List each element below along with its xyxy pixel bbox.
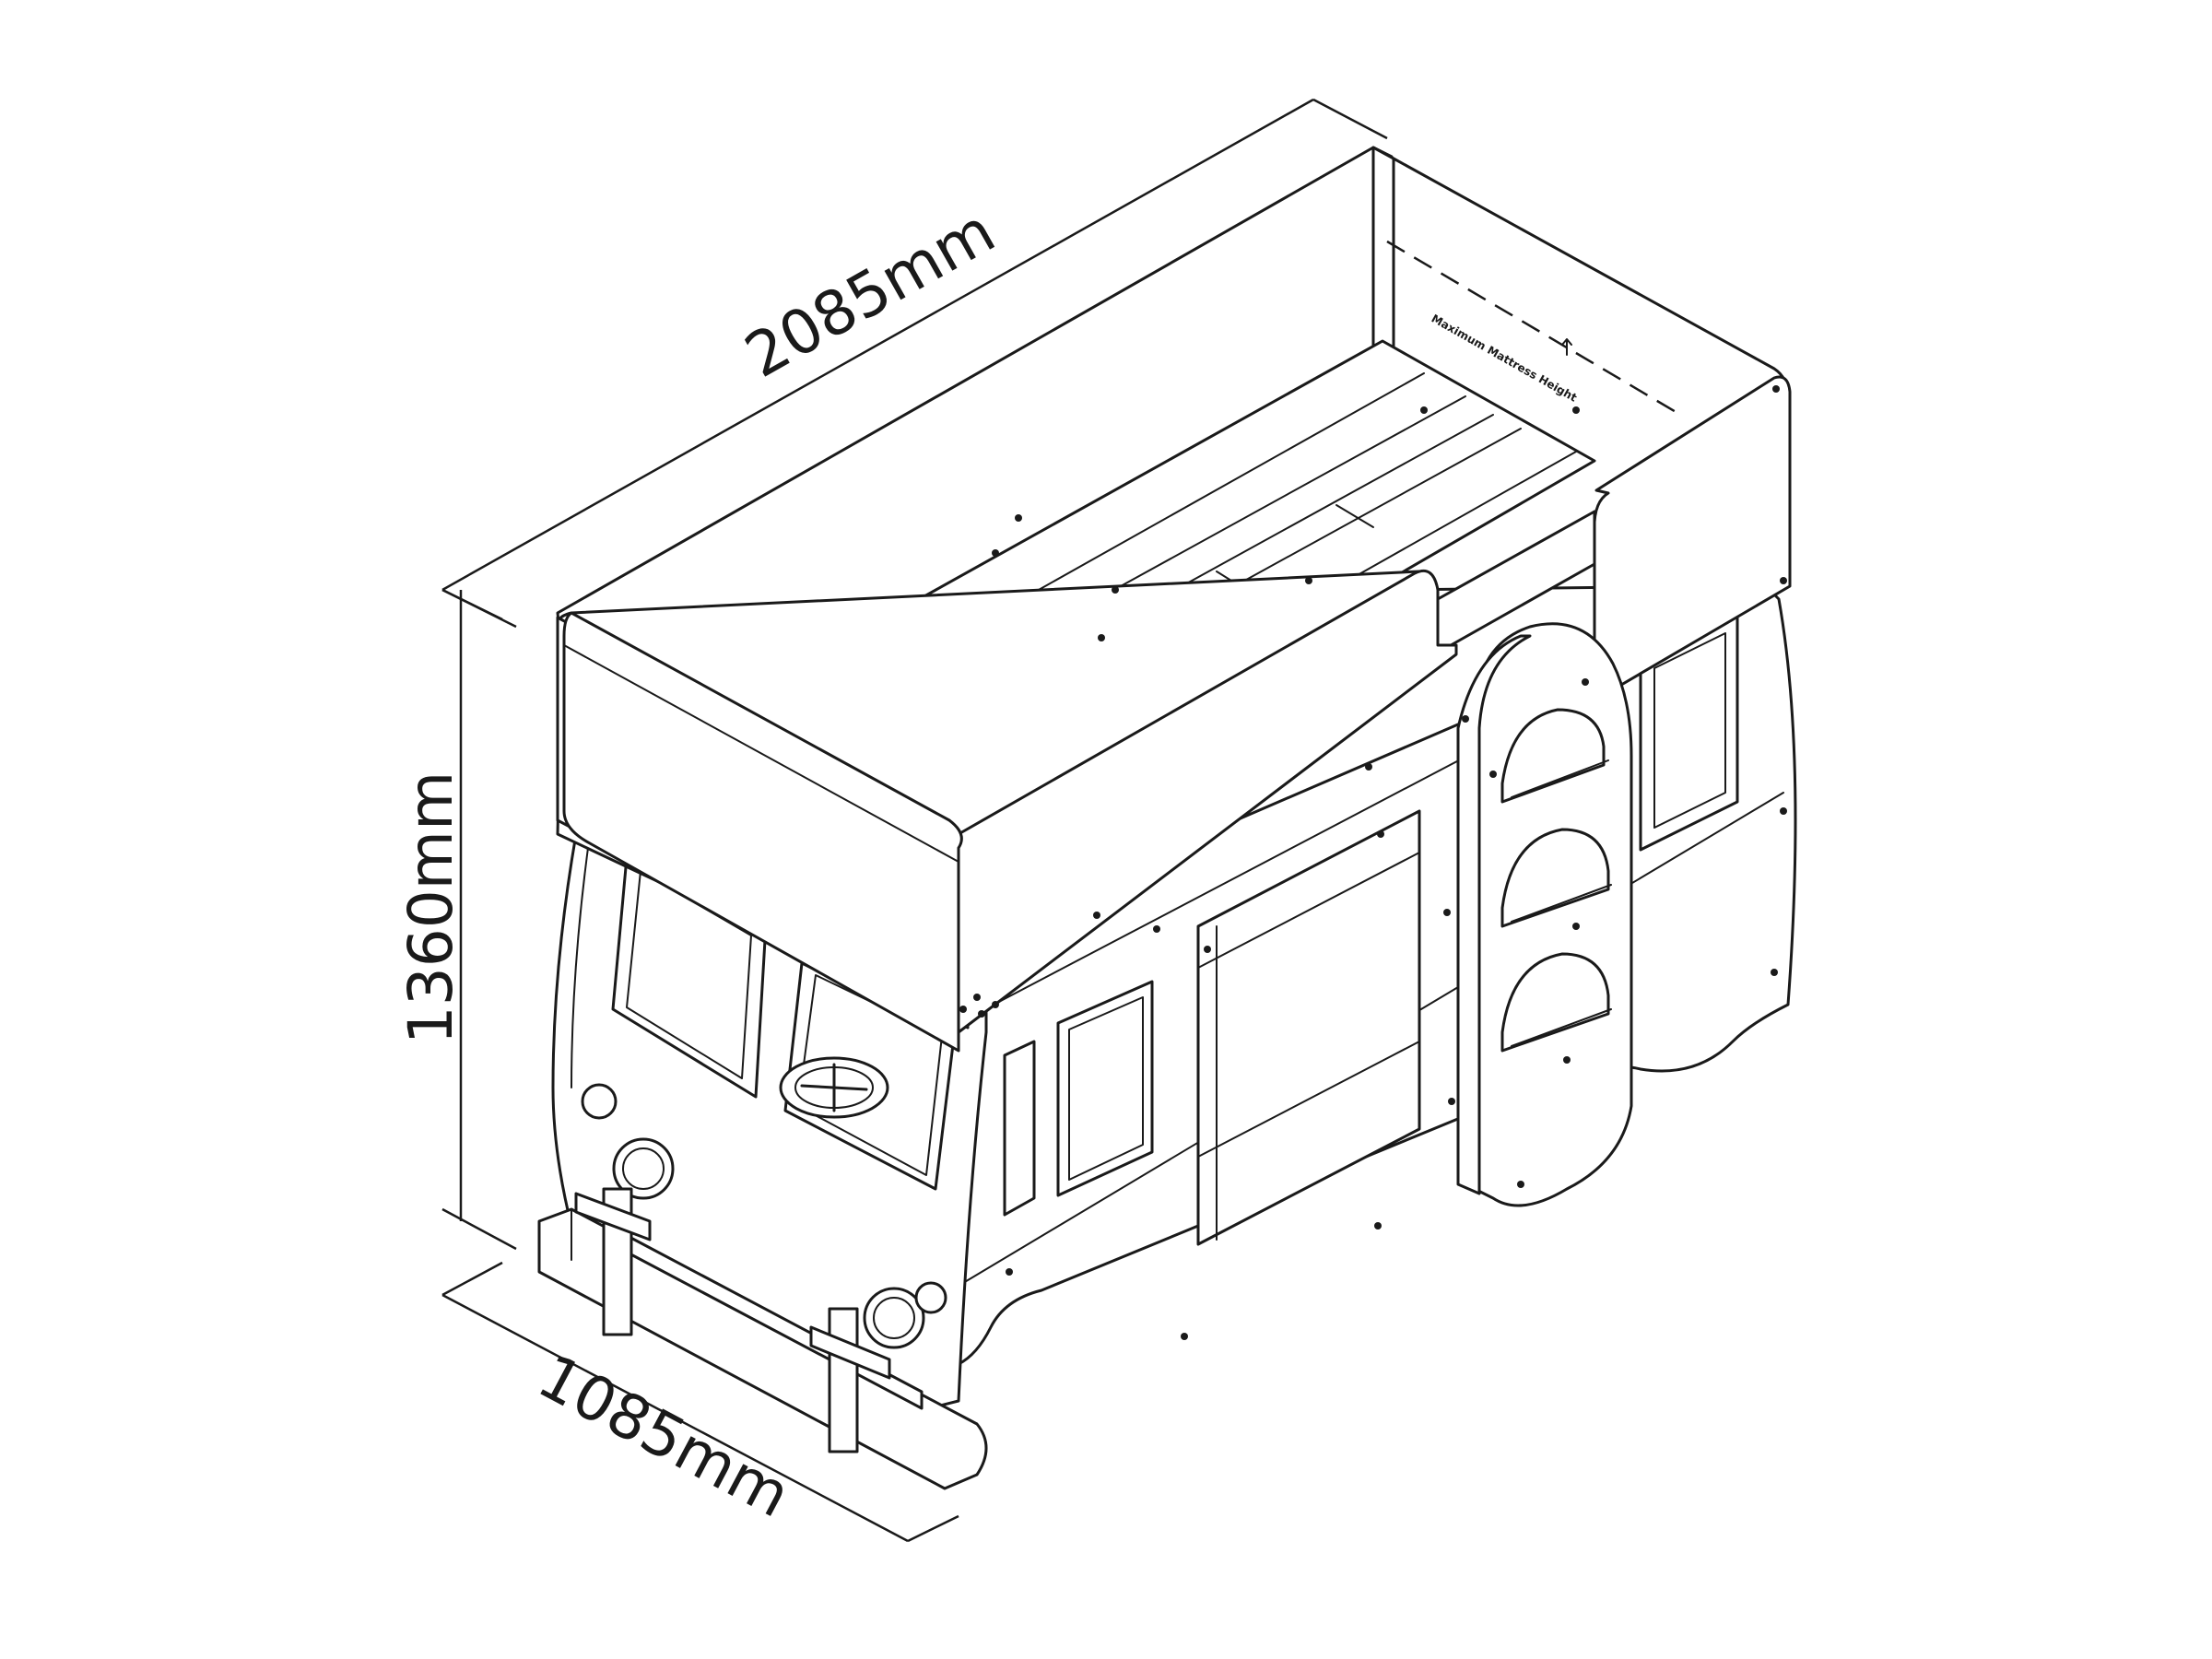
top-bunk: Maximum Mattress Height bbox=[556, 146, 1792, 1053]
height-dimension-label: 1360mm bbox=[395, 771, 466, 1045]
length-dimension-label: 2085mm bbox=[734, 195, 1006, 392]
dimension-lines bbox=[441, 98, 1388, 1543]
arrow-icon bbox=[1561, 338, 1572, 356]
bolt-dots bbox=[959, 385, 1787, 1340]
ladder bbox=[1456, 622, 1633, 1207]
